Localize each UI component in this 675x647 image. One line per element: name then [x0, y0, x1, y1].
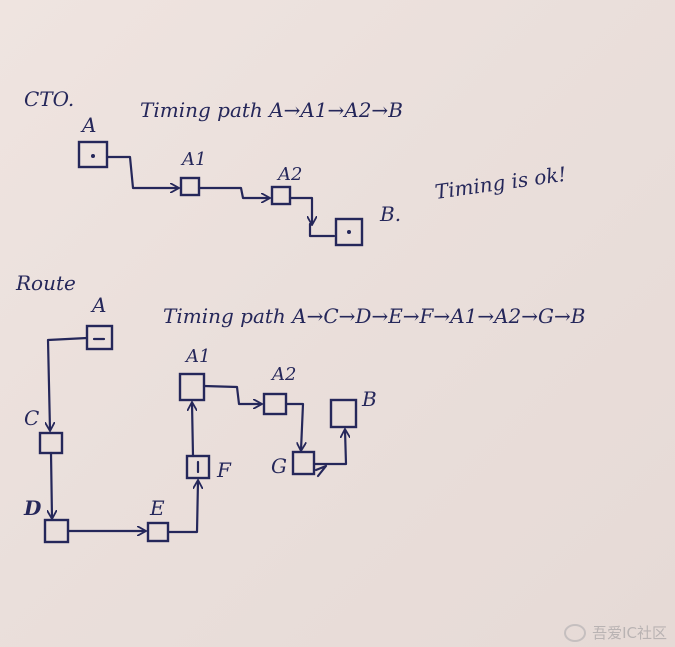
route-node-d: [43, 518, 70, 544]
cto-node-b-pin: [347, 230, 351, 234]
route-wire-a2-to-g: [284, 402, 303, 450]
route-node-a1: [178, 372, 206, 402]
cto-node-a2-label: A2: [276, 164, 302, 185]
cto-node-b: [334, 217, 364, 247]
route-section-label: Route: [15, 271, 76, 295]
route-node-f-label: F: [216, 458, 232, 482]
route-wire-g-to-b: [312, 430, 346, 466]
cto-timing-path-text: Timing path A→A1→A2→B: [140, 98, 403, 122]
route-node-g: [291, 450, 316, 476]
route-wire-c-to-d: [51, 451, 52, 518]
route-node-e: [146, 521, 170, 543]
cto-wire-a2-to-b: [288, 196, 312, 224]
cto-wire-into-b: [308, 222, 336, 238]
route-timing-path-text: Timing path A→C→D→E→F→A1→A2→G→B: [163, 304, 585, 328]
cto-section-label: CTO.: [24, 87, 74, 111]
cto-node-b-label: B.: [379, 202, 401, 226]
route-node-a: [85, 324, 114, 351]
cto-node-a1: [179, 176, 201, 197]
route-wire-g-bypass: [314, 464, 328, 478]
route-node-a2: [262, 392, 288, 416]
route-wire-a-to-c: [48, 336, 89, 430]
route-node-d-label: D: [23, 496, 42, 520]
cto-timing-ok-note: Timing is ok!: [433, 162, 567, 204]
wechat-icon: [564, 623, 587, 642]
route-node-b-label: B: [361, 387, 377, 411]
cto-node-a2: [270, 185, 292, 206]
route-node-c-label: C: [24, 406, 39, 430]
route-node-e-label: E: [149, 496, 165, 520]
route-wire-e-to-f: [166, 481, 198, 534]
route-wire-a1-to-a2: [202, 384, 261, 404]
route-node-a2-label: A2: [270, 364, 296, 385]
route-node-b: [329, 398, 358, 429]
route-node-a1-label: A1: [184, 346, 210, 367]
cto-wire-a-to-a1: [105, 155, 178, 188]
route-node-a-label: A: [90, 293, 106, 317]
cto-wire-a1-to-a2: [197, 186, 269, 198]
cto-node-a1-label: A1: [180, 149, 206, 170]
watermark-text: 吾爱IC社区: [592, 624, 667, 642]
route-wire-f-to-a1: [192, 403, 193, 458]
route-node-g-label: G: [271, 454, 287, 478]
route-node-f: [185, 454, 211, 480]
cto-node-a: [77, 140, 109, 169]
cto-node-a-pin: [91, 154, 95, 158]
watermark: 吾爱IC社区: [564, 622, 667, 643]
cto-node-a-label: A: [80, 113, 96, 137]
route-node-c: [38, 431, 64, 455]
